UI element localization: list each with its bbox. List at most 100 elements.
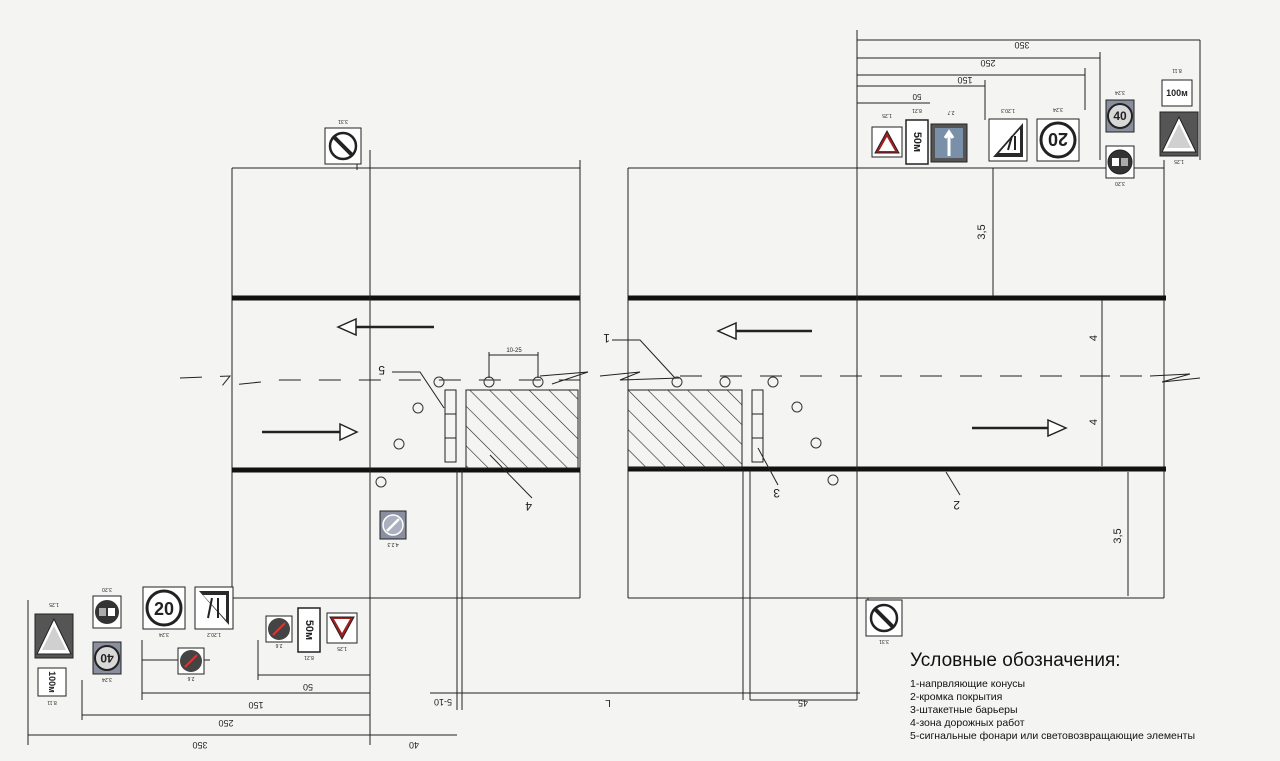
- work-zone-left: [465, 389, 579, 469]
- road-narrows-icon: [207, 597, 219, 619]
- dim-cone-spacing: [488, 352, 539, 378]
- sign-code: 1.20.2: [207, 631, 221, 637]
- traffic-cone: [767, 376, 779, 388]
- picket-barrier-left: [444, 389, 457, 463]
- sign-code: 3.20: [102, 586, 112, 592]
- traffic-cone: [433, 376, 445, 388]
- side-dimensions: [992, 168, 1129, 596]
- arrowhead: [1047, 418, 1068, 438]
- sign-code: 3.31: [338, 118, 348, 124]
- callout-3: 3: [773, 486, 780, 500]
- dim-shoulder-bottom: 3,5: [1112, 528, 1124, 543]
- oncoming-priority-icon: [184, 654, 198, 668]
- traffic-cone: [810, 437, 822, 449]
- dim-bottom-250: 250: [218, 718, 233, 728]
- bottom-dimensions: [27, 600, 860, 745]
- dim-top-150: 150: [957, 75, 972, 85]
- arrowhead: [336, 317, 357, 337]
- sign-code: 8.11: [47, 699, 57, 705]
- sign-code: 3.31: [879, 638, 889, 644]
- arrowhead: [716, 321, 737, 341]
- legend-item: 3-штакетные барьеры: [910, 704, 1018, 716]
- road-narrows-icon: [1007, 135, 1016, 151]
- top-dimensions: [857, 39, 1200, 160]
- no-overtaking-icon: [99, 608, 106, 616]
- dim-top-350: 350: [1014, 40, 1029, 50]
- legend: Условные обозначения: 1-напрвляющие кону…: [910, 650, 1270, 743]
- legend-item: 4-зона дорожных работ: [910, 717, 1025, 729]
- traffic-cone: [375, 476, 387, 488]
- road-right-break-mark-right: [1149, 373, 1201, 383]
- dim-bottom-40: 40: [409, 740, 419, 750]
- sign-end-restrictions-top: 3.31: [324, 118, 362, 170]
- sign-code: 3.20: [1115, 180, 1125, 186]
- traffic-cone: [791, 401, 803, 413]
- sign-code: 1.20.3: [1001, 107, 1015, 113]
- legend-item: 1-напрвляющие конусы: [910, 678, 1026, 690]
- dim-bottom-50: 50: [303, 682, 313, 692]
- sign-code: 8.11: [1172, 67, 1182, 73]
- dim-lane-upper: 4: [1088, 335, 1100, 341]
- distance-plate-50m: 50м: [911, 132, 923, 152]
- traffic-cone: [412, 402, 424, 414]
- priority-arrow-icon: [943, 129, 955, 156]
- plate-100m-top: 100м: [1166, 88, 1188, 98]
- speed-limit-20-bottom: 20: [154, 599, 174, 619]
- callout-4: 4: [525, 499, 532, 513]
- dim-bottom-45: 45: [798, 698, 808, 708]
- distance-plate-50m-bottom: 50м: [303, 620, 315, 640]
- legend-item: 2-кромка покрытия: [910, 691, 1003, 703]
- traffic-cone: [719, 376, 731, 388]
- sign-code: 4.2.3: [387, 541, 398, 547]
- sign-code: 2.7: [947, 109, 954, 115]
- sign-code: 3.24: [159, 631, 169, 637]
- sign-code: 3.24: [102, 676, 112, 682]
- dim-lane-lower: 4: [1088, 419, 1100, 425]
- sign-code: 3.24: [1053, 106, 1063, 112]
- dim-top-50: 50: [912, 92, 921, 101]
- callout-leaders: [392, 339, 961, 499]
- road-left-break-mark: [539, 371, 589, 385]
- sign-code: 1.25: [337, 645, 347, 651]
- dim-10-25: 10-25: [506, 348, 522, 354]
- traffic-cone: [532, 376, 544, 388]
- picket-barrier-right: [751, 389, 764, 463]
- plate-100m-bottom: 100м: [47, 671, 57, 693]
- dim-top-250: 250: [980, 58, 995, 68]
- sign-code: 1.25: [882, 112, 892, 118]
- road-works-icon: [1167, 124, 1191, 148]
- traffic-cone: [483, 376, 495, 388]
- legend-title: Условные обозначения:: [910, 650, 1121, 671]
- speed-limit-20-top: 20: [1048, 129, 1068, 149]
- sign-code: 8.21: [304, 654, 314, 660]
- road-right-fragment: [599, 160, 1201, 599]
- road-left-fragment: [179, 160, 589, 599]
- sign-code: 3.24: [1115, 89, 1125, 95]
- callout-2: 2: [953, 498, 960, 512]
- sign-code: 2.6: [275, 642, 282, 648]
- road-right-break-mark-left: [599, 371, 681, 381]
- dim-bottom-L: L: [605, 697, 611, 708]
- sign-group-bottom-left: 1.25 100м 8.11 3.20 40 3.24 20 3.24 1.20…: [34, 586, 358, 705]
- oncoming-priority-icon: [272, 622, 286, 636]
- road-left-center-line: [179, 375, 580, 387]
- sign-code: 1.25: [49, 601, 59, 607]
- speed-limit-icon: [145, 589, 183, 627]
- speed-limit-40-bottom: 40: [100, 651, 114, 665]
- dim-bottom-5-10: 5-10: [434, 697, 452, 707]
- keep-left-arrow-icon: [386, 518, 400, 532]
- work-zone-right: [627, 389, 743, 469]
- callout-5: 5: [378, 363, 385, 377]
- no-overtaking-icon: [1112, 158, 1119, 166]
- traffic-cone: [671, 376, 683, 388]
- speed-limit-icon: [1039, 121, 1077, 159]
- speed-limit-40-top: 40: [1113, 109, 1127, 123]
- sign-keep-left: 4.2.3: [379, 510, 407, 547]
- sign-code: 8.21: [912, 107, 922, 113]
- road-works-icon: [42, 626, 66, 650]
- arrowhead: [339, 422, 359, 442]
- traffic-cone: [827, 474, 839, 486]
- dim-bottom-350: 350: [192, 740, 207, 750]
- sign-code: 1.25: [1174, 158, 1184, 164]
